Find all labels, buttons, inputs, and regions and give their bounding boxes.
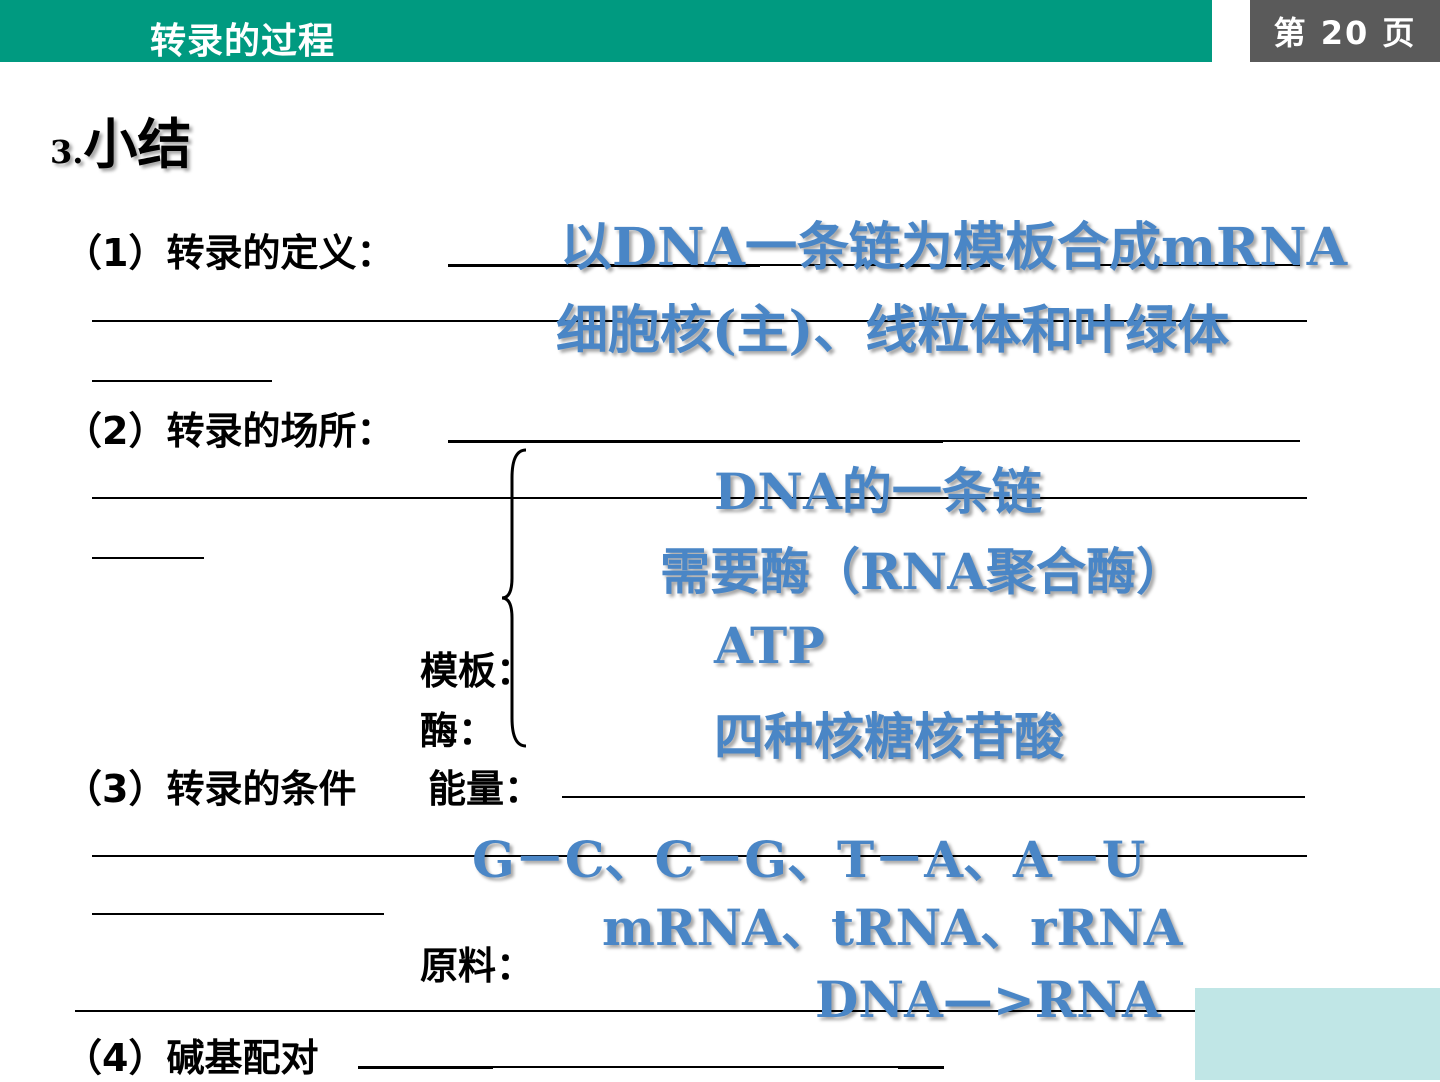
answer-enzyme: 需要酶（RNA聚合酶） — [660, 542, 1187, 601]
answer-line — [92, 913, 384, 915]
answer-line — [898, 264, 990, 267]
answer-line — [92, 380, 272, 382]
question-conditions: （3）转录的条件 — [64, 767, 357, 811]
answer-products: mRNA、tRNA、rRNA — [602, 898, 1183, 957]
answer-line — [898, 1066, 944, 1069]
question-base-pairing: （4）碱基配对 — [64, 1036, 319, 1080]
slide-title: 转录的过程 — [150, 21, 336, 62]
answer-line — [562, 796, 1305, 798]
answer-line — [75, 1010, 1195, 1012]
answer-location: 细胞核(主)、线粒体和叶绿体 — [556, 300, 1230, 361]
label-enzyme: 酶： — [420, 709, 497, 753]
answer-base-pairing: G－C、C－G、T－A、A－U — [472, 830, 1146, 889]
answer-line — [92, 557, 204, 559]
answer-line — [760, 264, 898, 266]
answer-energy: ATP — [714, 616, 825, 675]
answer-line — [92, 320, 1307, 322]
answer-line — [92, 497, 1307, 499]
label-energy: 能量： — [428, 767, 543, 811]
curly-brace — [501, 448, 527, 748]
question-location: （2）转录的场所： — [64, 409, 395, 453]
label-template: 模板： — [420, 649, 535, 693]
question-definition: （1）转录的定义： — [64, 231, 395, 275]
answer-line — [448, 440, 943, 443]
section-heading: 3.小结 — [50, 100, 191, 179]
page-number-badge: 第 20 页 — [1250, 0, 1440, 62]
answer-line — [448, 264, 760, 267]
answer-line — [92, 855, 1307, 857]
answer-line — [493, 1066, 898, 1068]
header-bar — [0, 0, 1212, 62]
answer-line — [358, 1066, 493, 1069]
section-title: 小结 — [83, 112, 192, 176]
section-dot: . — [72, 133, 84, 171]
answer-template: DNA的一条链 — [714, 462, 1042, 521]
answer-flow: DNA—>RNA — [815, 970, 1161, 1029]
answer-definition: 以DNA一条链为模板合成mRNA — [560, 217, 1348, 278]
label-material: 原料： — [420, 944, 535, 988]
section-number: 3 — [50, 133, 73, 171]
corner-decoration — [1195, 988, 1440, 1080]
answer-material: 四种核糖核苷酸 — [714, 707, 1064, 766]
answer-line — [943, 440, 1300, 442]
answer-line — [1080, 264, 1300, 266]
